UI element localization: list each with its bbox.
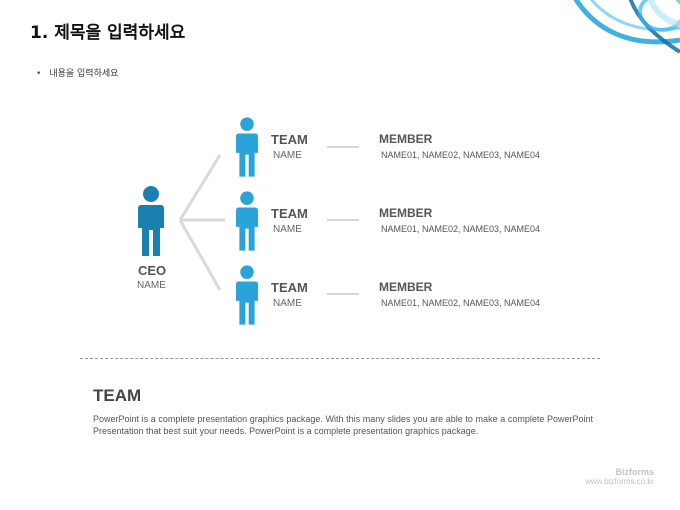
team-member-connector <box>327 219 359 221</box>
bullet-dot-icon: • <box>36 69 42 79</box>
ceo-person-icon <box>138 186 164 256</box>
swirl-decoration-icon <box>573 0 680 54</box>
team-name: NAME <box>273 150 302 161</box>
ceo-role: CEO <box>138 263 167 278</box>
team-title: TEAM <box>271 206 308 221</box>
member-title: MEMBER <box>379 280 433 294</box>
team-person-icon <box>236 191 258 251</box>
bullet-text: 내용을 입력하세요 <box>49 69 119 79</box>
brand-block: Bizforms www.bizforms.co.kr <box>585 467 654 486</box>
team-name: NAME <box>273 224 302 235</box>
member-title: MEMBER <box>379 132 433 146</box>
connector-line-1 <box>178 154 222 221</box>
slide-title: 1. 제목을 입력하세요 <box>30 23 186 43</box>
member-names: NAME01, NAME02, NAME03, NAME04 <box>381 224 541 234</box>
team-title: TEAM <box>271 132 308 147</box>
team-title: TEAM <box>271 280 308 295</box>
member-title: MEMBER <box>379 206 433 220</box>
team-member-connector <box>327 293 359 295</box>
dashed-separator <box>80 358 600 359</box>
team-person-icon <box>236 117 258 177</box>
team-member-connector <box>327 146 359 148</box>
brand-url: www.bizforms.co.kr <box>585 477 654 486</box>
connector-line-3 <box>178 219 222 291</box>
team-name: NAME <box>273 298 302 309</box>
ceo-name: NAME <box>137 280 166 291</box>
bullet-item: • 내용을 입력하세요 <box>36 66 118 79</box>
brand-name: Bizforms <box>615 467 654 477</box>
member-names: NAME01, NAME02, NAME03, NAME04 <box>381 298 541 308</box>
member-names: NAME01, NAME02, NAME03, NAME04 <box>381 150 541 160</box>
section-description: PowerPoint is a complete presentation gr… <box>93 414 593 436</box>
section-heading: TEAM <box>93 386 142 405</box>
team-person-icon <box>236 265 258 325</box>
